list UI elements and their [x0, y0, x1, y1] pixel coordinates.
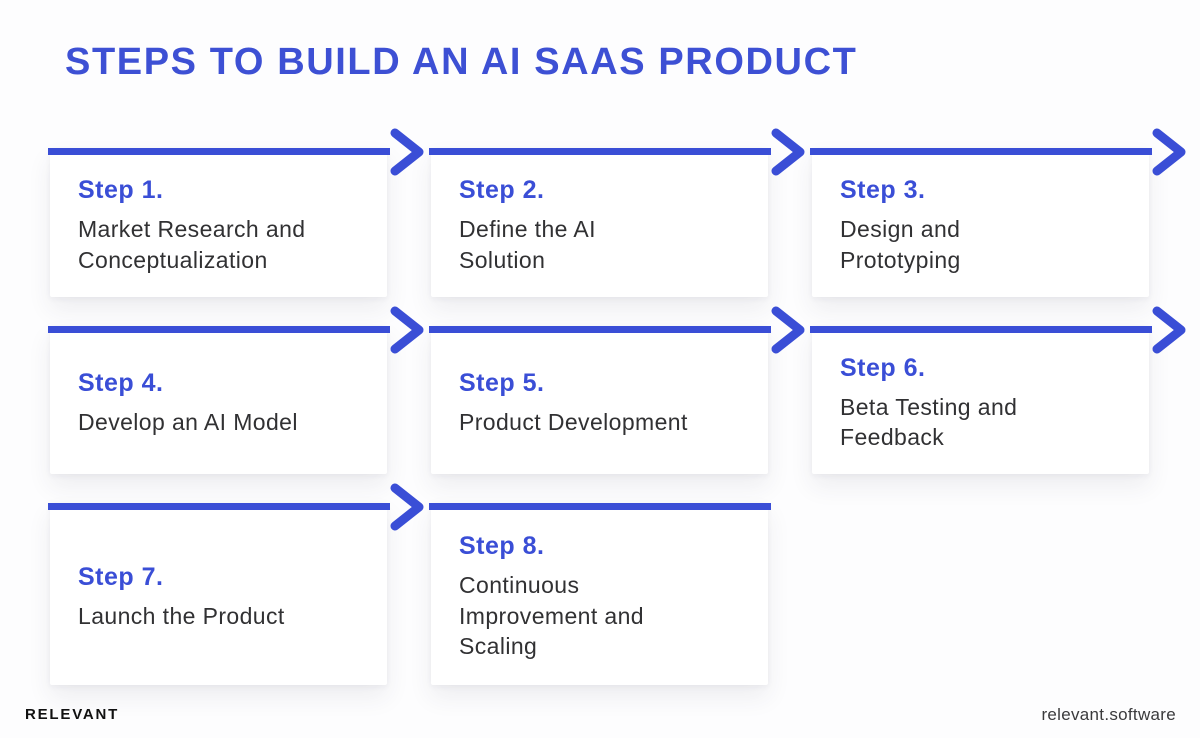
arrow-line [810, 326, 1152, 333]
step-card-6: Step 6. Beta Testing and Feedback [810, 306, 1186, 474]
step-card-content: Step 8. Continuous Improvement and Scali… [431, 503, 768, 685]
steps-grid: Step 1. Market Research and Conceptualiz… [48, 128, 1186, 685]
step-card-8: Step 8. Continuous Improvement and Scali… [429, 503, 771, 685]
step-label: Step 3. [840, 176, 926, 205]
step-description: Beta Testing and Feedback [840, 393, 1018, 450]
arrow-right-icon [390, 128, 424, 176]
step-card-content: Step 4. Develop an AI Model [50, 326, 387, 474]
step-label: Step 4. [78, 368, 164, 397]
arrow-line [48, 148, 390, 155]
step-label: Step 1. [78, 176, 164, 205]
arrow-right-icon [1152, 306, 1186, 354]
arrow-right-icon [771, 128, 805, 176]
step-label: Step 6. [840, 353, 926, 382]
step-card-7: Step 7. Launch the Product [48, 483, 424, 685]
arrow-right-icon [390, 306, 424, 354]
step-description: Develop an AI Model [78, 408, 298, 435]
step-description: Launch the Product [78, 602, 285, 629]
page-title: STEPS TO BUILD AN AI SAAS PRODUCT [65, 41, 858, 83]
arrow-right-icon [771, 306, 805, 354]
step-card-content: Step 6. Beta Testing and Feedback [812, 326, 1149, 474]
arrow-right-icon [390, 483, 424, 531]
arrow-line [429, 148, 771, 155]
step-label: Step 5. [459, 368, 545, 397]
step-description: Design and Prototyping [840, 216, 961, 273]
arrow-line [429, 326, 771, 333]
step-card-content: Step 7. Launch the Product [50, 503, 387, 685]
arrow-line [810, 148, 1152, 155]
step-card-2: Step 2. Define the AI Solution [429, 128, 805, 297]
step-card-3: Step 3. Design and Prototyping [810, 128, 1186, 297]
step-card-4: Step 4. Develop an AI Model [48, 306, 424, 474]
step-card-content: Step 3. Design and Prototyping [812, 148, 1149, 297]
step-description: Market Research and Conceptualization [78, 216, 306, 273]
arrow-line [429, 503, 771, 510]
step-label: Step 7. [78, 562, 164, 591]
step-card-5: Step 5. Product Development [429, 306, 805, 474]
step-card-content: Step 5. Product Development [431, 326, 768, 474]
arrow-line [48, 326, 390, 333]
step-description: Product Development [459, 408, 688, 435]
step-card-1: Step 1. Market Research and Conceptualiz… [48, 128, 424, 297]
website-link[interactable]: relevant.software [1041, 705, 1176, 724]
arrow-line [48, 503, 390, 510]
step-card-content: Step 1. Market Research and Conceptualiz… [50, 148, 387, 297]
step-description: Continuous Improvement and Scaling [459, 572, 644, 660]
step-card-content: Step 2. Define the AI Solution [431, 148, 768, 297]
step-label: Step 8. [459, 532, 545, 561]
arrow-right-icon [1152, 128, 1186, 176]
step-description: Define the AI Solution [459, 216, 596, 273]
brand-logo: RELEVANT [25, 706, 120, 723]
step-label: Step 2. [459, 176, 545, 205]
